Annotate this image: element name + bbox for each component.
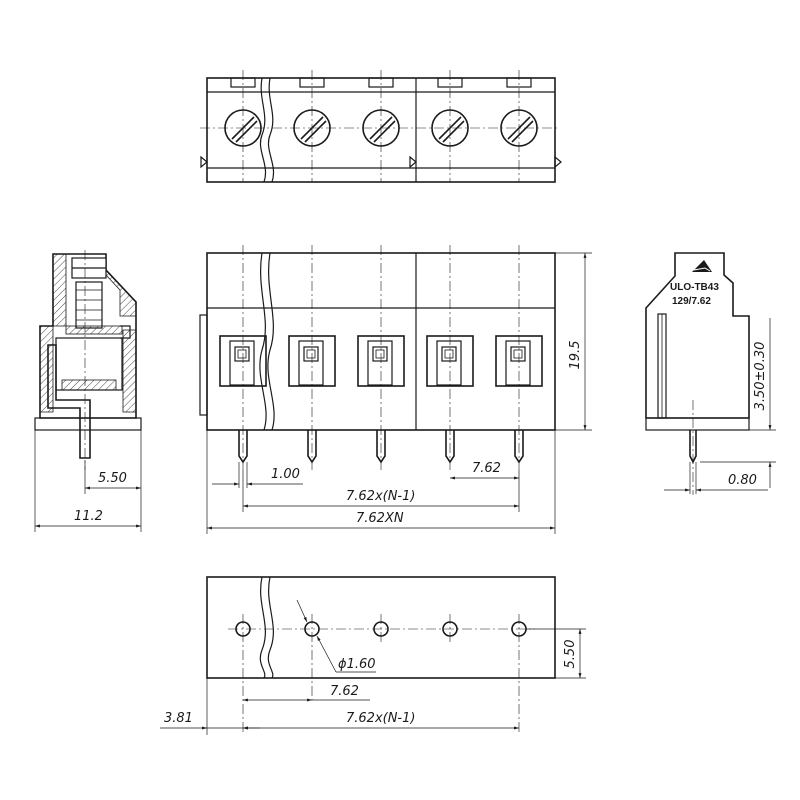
dim-bottom-pitch-label: 7.62 — [330, 684, 359, 699]
dim-pin-pitch-label: 7.62 — [472, 461, 501, 476]
dim-bottom-pitch-span-label: 7.62x(N-1) — [346, 711, 415, 726]
side-outline — [645, 252, 750, 419]
dim-pin-length-label: 3.50±0.30 — [753, 342, 768, 411]
dim-edge-offset: 3.81 — [160, 678, 260, 735]
dim-depth: 11.2 — [34, 430, 142, 532]
dim-bottom-pitch-span: 7.62x(N-1) — [243, 711, 519, 730]
dim-pin-offset-side-label: 5.50 — [98, 471, 127, 486]
top-view — [200, 70, 562, 183]
marking-rating: 129/7.62 — [672, 296, 711, 307]
dim-total-length-label: 7.62XN — [356, 511, 404, 526]
dim-height-label: 19.5 — [568, 341, 583, 370]
bottom-view-body — [206, 576, 556, 679]
break-line — [260, 77, 266, 183]
dim-hole-diameter: ϕ1.60 — [296, 599, 376, 673]
dim-pin-offset-side: 5.50 — [84, 430, 142, 494]
dim-row-offset: 5.50 — [526, 628, 586, 679]
dim-depth-label: 11.2 — [74, 509, 103, 524]
dim-bottom-pitch: 7.62 — [243, 684, 370, 702]
marking-model: ULO-TB43 — [670, 282, 719, 293]
front-view — [199, 245, 556, 470]
dim-pin-pitch: 7.62 — [450, 461, 519, 480]
dim-hole-diameter-label: ϕ1.60 — [338, 657, 376, 672]
dim-pitch-span-label: 7.62x(N-1) — [346, 489, 415, 504]
dim-pitch-span: 7.62x(N-1) — [242, 470, 520, 512]
dim-row-offset-label: 5.50 — [563, 640, 578, 669]
pin-profile — [47, 344, 91, 459]
dim-pin-thickness-label: 0.80 — [728, 473, 757, 488]
dim-pin-width: 1.00 — [212, 462, 303, 488]
side-section-view — [34, 250, 142, 470]
dim-pin-length: 3.50±0.30 — [700, 318, 776, 488]
dim-total-length: 7.62XN — [206, 430, 556, 534]
dim-pin-width-label: 1.00 — [271, 467, 300, 482]
side-view-right: ULO-TB43 129/7.62 — [645, 252, 750, 495]
dim-edge-offset-label: 3.81 — [164, 711, 193, 726]
dim-height: 19.5 — [555, 252, 592, 431]
dim-pin-thickness: 0.80 — [664, 462, 768, 494]
